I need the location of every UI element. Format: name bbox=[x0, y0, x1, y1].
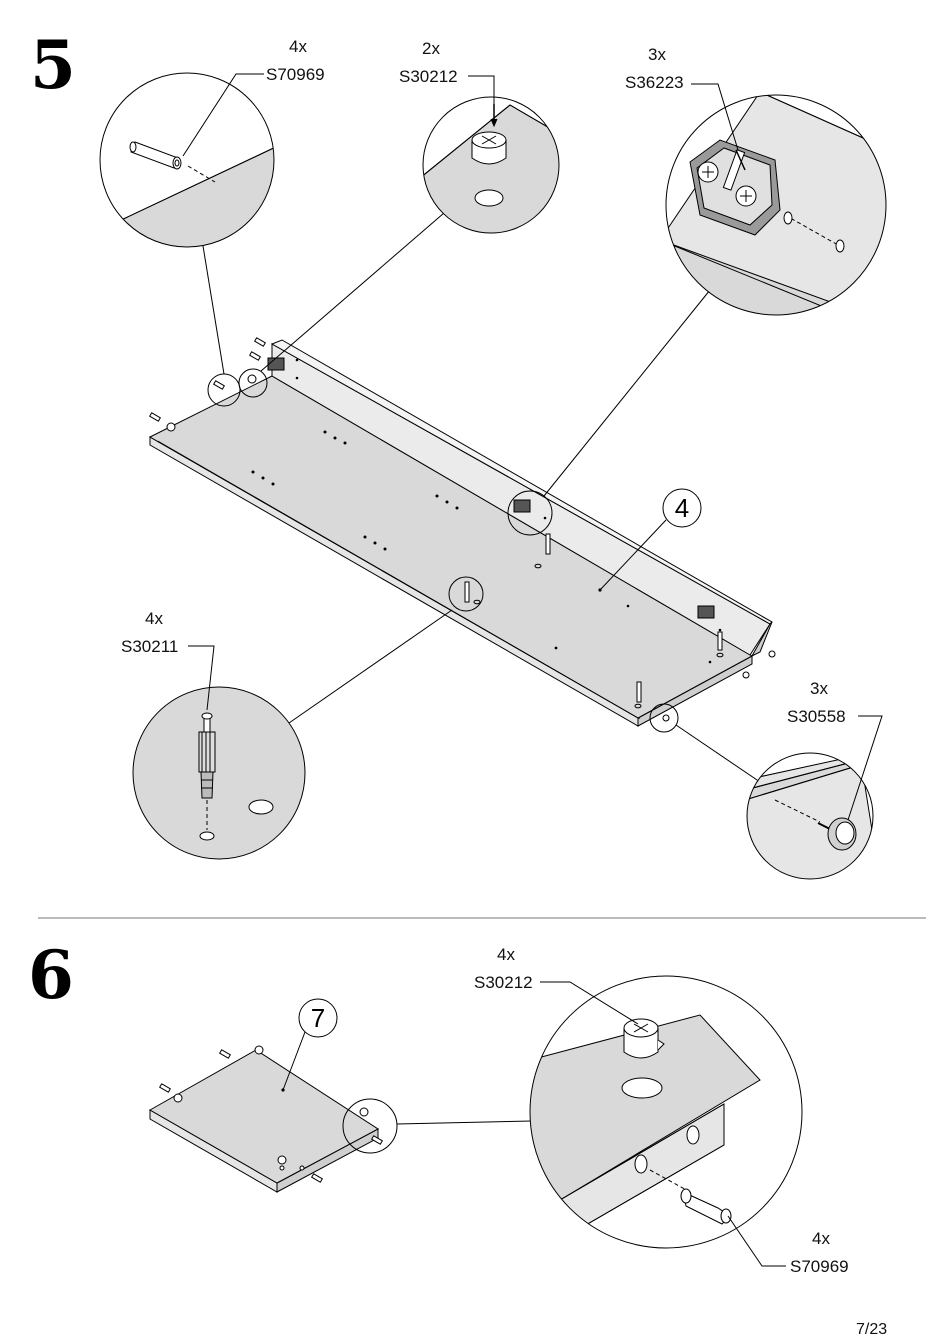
part-4-circle bbox=[662, 488, 702, 528]
callout-qty-cam-bolt: 4x bbox=[145, 609, 163, 628]
callout-code-cam-lock-6: S30212 bbox=[474, 973, 533, 992]
callout-qty-bumper: 3x bbox=[810, 679, 828, 698]
callout-code-cam-lock: S30212 bbox=[399, 67, 458, 86]
panel-4 bbox=[148, 339, 773, 727]
hole-markers bbox=[251, 358, 722, 664]
callout-qty-dowel-6: 4x bbox=[812, 1229, 830, 1248]
callout-code-hinge-plate: S36223 bbox=[625, 73, 684, 92]
callout-qty-dowel-top: 4x bbox=[289, 37, 307, 56]
cam-bolt bbox=[198, 712, 216, 799]
callout-qty-hinge-plate: 3x bbox=[648, 45, 666, 64]
callout-qty-cam-lock-6: 4x bbox=[497, 945, 515, 964]
panel-7 bbox=[148, 1049, 379, 1193]
panel-7-fittings bbox=[158, 1045, 384, 1183]
detail-bumper bbox=[747, 754, 873, 879]
detail-cam-bolt bbox=[133, 687, 305, 859]
callout-code-dowel-6: S70969 bbox=[790, 1257, 849, 1276]
callout-code-dowel-top: S70969 bbox=[266, 65, 325, 84]
callout-code-bumper: S30558 bbox=[787, 707, 846, 726]
part-7-label: 7 bbox=[311, 1003, 325, 1033]
callout-qty-cam-lock: 2x bbox=[422, 39, 440, 58]
hinge-mounting-plate bbox=[689, 139, 781, 236]
detail-cam-lock bbox=[423, 104, 559, 233]
cam-lock-fitting bbox=[471, 104, 507, 165]
step-number-5: 5 bbox=[30, 26, 76, 104]
dowels-left bbox=[148, 337, 267, 432]
dowel-pin-6 bbox=[680, 1188, 732, 1225]
cam-lock-fitting-6 bbox=[623, 1018, 665, 1059]
hinge-plates-on-panel bbox=[267, 357, 715, 619]
callout-code-cam-bolt: S30211 bbox=[121, 637, 179, 656]
step-number-6: 6 bbox=[28, 936, 74, 1014]
part-4-label: 4 bbox=[675, 493, 689, 523]
dowel-pin bbox=[129, 141, 182, 170]
page-number: 7/23 bbox=[856, 1321, 888, 1338]
cam-bolts-on-panel bbox=[464, 533, 723, 703]
part-7-circle bbox=[298, 998, 338, 1038]
bumper-pad bbox=[817, 817, 857, 851]
detail-dowel bbox=[100, 144, 274, 247]
